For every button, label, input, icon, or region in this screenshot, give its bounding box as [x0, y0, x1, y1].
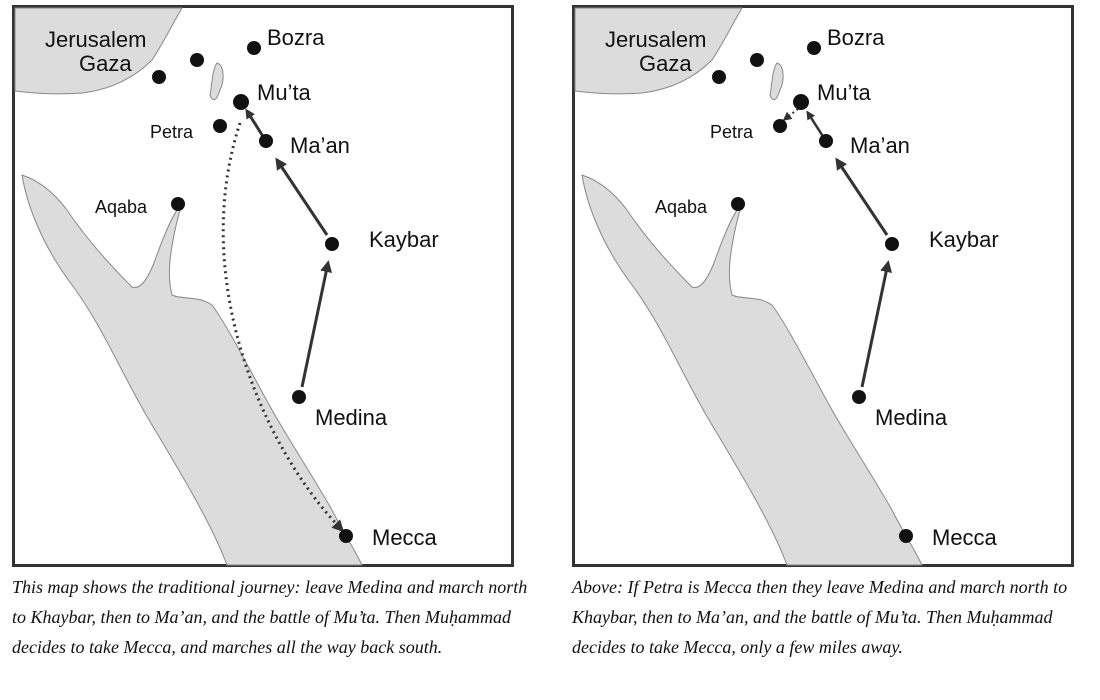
label-bozra: Bozra — [827, 25, 885, 50]
label-kaybar: Kaybar — [369, 227, 439, 252]
label-aqaba: Aqaba — [655, 197, 708, 217]
dead-sea — [209, 62, 224, 101]
label-bozra: Bozra — [267, 25, 325, 50]
label-aqaba: Aqaba — [95, 197, 148, 217]
label-petra: Petra — [710, 122, 754, 142]
red-sea — [21, 174, 363, 566]
map-caption: This map shows the traditional journey: … — [12, 577, 528, 657]
city-dot-maan — [259, 134, 273, 148]
label-medina: Medina — [875, 405, 948, 430]
city-dot-aqaba — [171, 197, 185, 211]
red-sea — [581, 174, 923, 566]
route-medina-kaybar — [860, 260, 893, 388]
label-muta: Mu’ta — [257, 80, 312, 105]
city-dot-mecca — [899, 529, 913, 543]
label-mecca: Mecca — [372, 525, 438, 550]
map-panel-traditional: Jerusalem Gaza Bozra Mu’ta Petra Ma’an A… — [0, 0, 530, 700]
city-dot-maan — [819, 134, 833, 148]
map-panel-petra: Jerusalem Gaza Bozra Mu’ta Petra Ma’an A… — [560, 0, 1090, 700]
label-gaza: Gaza — [639, 51, 692, 76]
city-dot-aqaba — [731, 197, 745, 211]
mediterranean-sea — [14, 7, 183, 95]
label-muta: Mu’ta — [817, 80, 872, 105]
map-caption: Above: If Petra is Mecca then they leave… — [572, 577, 1068, 657]
city-dot — [750, 53, 764, 67]
label-kaybar: Kaybar — [929, 227, 999, 252]
route-medina-kaybar — [300, 260, 333, 388]
label-gaza: Gaza — [79, 51, 132, 76]
map-petra: Jerusalem Gaza Bozra Mu’ta Petra Ma’an A… — [572, 5, 1074, 567]
route-maan-muta — [806, 110, 826, 139]
city-dot — [712, 70, 726, 84]
mediterranean-sea — [574, 7, 743, 95]
map-traditional: Jerusalem Gaza Bozra Mu’ta Petra Ma’an A… — [12, 5, 514, 567]
label-jerusalem: Jerusalem — [45, 27, 146, 52]
label-petra: Petra — [150, 122, 194, 142]
label-mecca: Mecca — [932, 525, 998, 550]
city-dot-petra — [773, 119, 787, 133]
route-kaybar-maan — [835, 157, 889, 236]
route-kaybar-maan — [275, 157, 329, 236]
label-jerusalem: Jerusalem — [605, 27, 706, 52]
city-dot-petra — [213, 119, 227, 133]
city-dot-muta — [793, 94, 809, 110]
city-dot-kaybar — [885, 237, 899, 251]
city-dot-bozra — [807, 41, 821, 55]
dead-sea — [769, 62, 784, 101]
route-maan-muta — [245, 108, 266, 139]
city-dot-medina — [292, 390, 306, 404]
city-dot-bozra — [247, 41, 261, 55]
city-dot — [190, 53, 204, 67]
label-medina: Medina — [315, 405, 388, 430]
city-dot-muta — [233, 94, 249, 110]
city-dot-medina — [852, 390, 866, 404]
label-maan: Ma’an — [290, 133, 350, 158]
label-maan: Ma’an — [850, 133, 910, 158]
city-dot-kaybar — [325, 237, 339, 251]
city-dot-mecca — [339, 529, 353, 543]
city-dot — [152, 70, 166, 84]
